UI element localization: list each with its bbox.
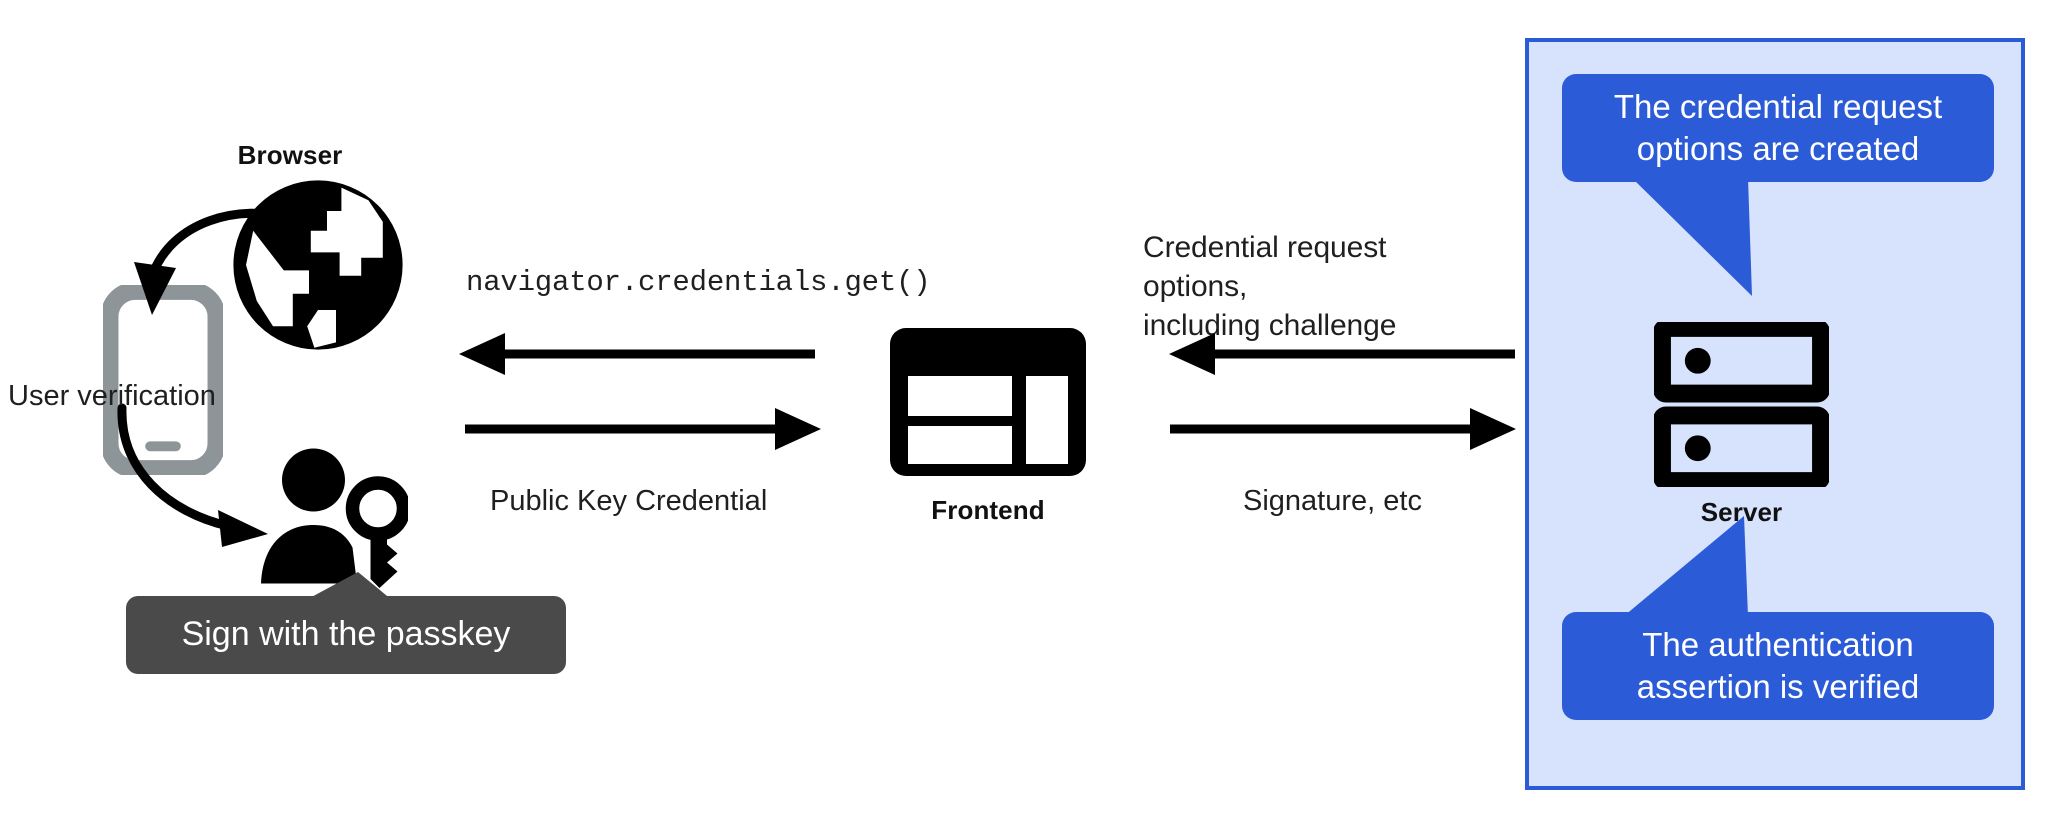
credential-request-options-line2: including challenge bbox=[1143, 309, 1397, 342]
navigator-get-label: navigator.credentials.get() bbox=[466, 266, 931, 299]
signature-etc-label: Signature, etc bbox=[1243, 485, 1422, 517]
credential-request-created-line1: The credential request bbox=[1613, 87, 1943, 125]
server-rack-icon bbox=[1653, 319, 1830, 490]
credential-request-created-line2: options are created bbox=[1636, 130, 1920, 167]
server-panel: The credential request options are creat… bbox=[1525, 38, 2025, 790]
public-key-credential-label: Public Key Credential bbox=[490, 485, 768, 517]
assertion-verified-callout: The authentication assertion is verified bbox=[1562, 516, 1994, 720]
credential-request-created-text: The credential request options are creat… bbox=[1562, 74, 1994, 182]
assertion-verified-line1: The authentication bbox=[1642, 625, 1914, 663]
frontend-label: Frontend bbox=[931, 495, 1045, 525]
sign-with-passkey-callout: Sign with the passkey bbox=[126, 572, 566, 674]
arrow-frontend-to-browser bbox=[455, 330, 825, 378]
arrow-browser-to-phone bbox=[90, 200, 300, 350]
browser-label: Browser bbox=[237, 140, 343, 170]
sign-with-passkey-text: Sign with the passkey bbox=[126, 596, 566, 674]
credential-request-created-callout: The credential request options are creat… bbox=[1562, 74, 1994, 296]
callout-tail-down bbox=[1632, 178, 1752, 296]
assertion-verified-line2: assertion is verified bbox=[1636, 668, 1920, 705]
person-with-key-icon bbox=[258, 445, 411, 590]
webpage-layout-icon bbox=[890, 328, 1086, 476]
user-verification-label: User verification bbox=[8, 380, 216, 412]
globe-icon bbox=[228, 175, 408, 355]
credential-request-options-line1: Credential request options, bbox=[1143, 231, 1387, 303]
credential-request-options-label: Credential request options, including ch… bbox=[1143, 228, 1473, 345]
arrow-frontend-to-server bbox=[1165, 405, 1520, 453]
arrow-phone-to-user bbox=[110, 400, 340, 560]
arrow-server-to-frontend bbox=[1165, 330, 1520, 378]
assertion-verified-text: The authentication assertion is verified bbox=[1562, 612, 1994, 720]
arrow-browser-to-frontend bbox=[455, 405, 825, 453]
callout-tail-up bbox=[1624, 516, 1748, 616]
